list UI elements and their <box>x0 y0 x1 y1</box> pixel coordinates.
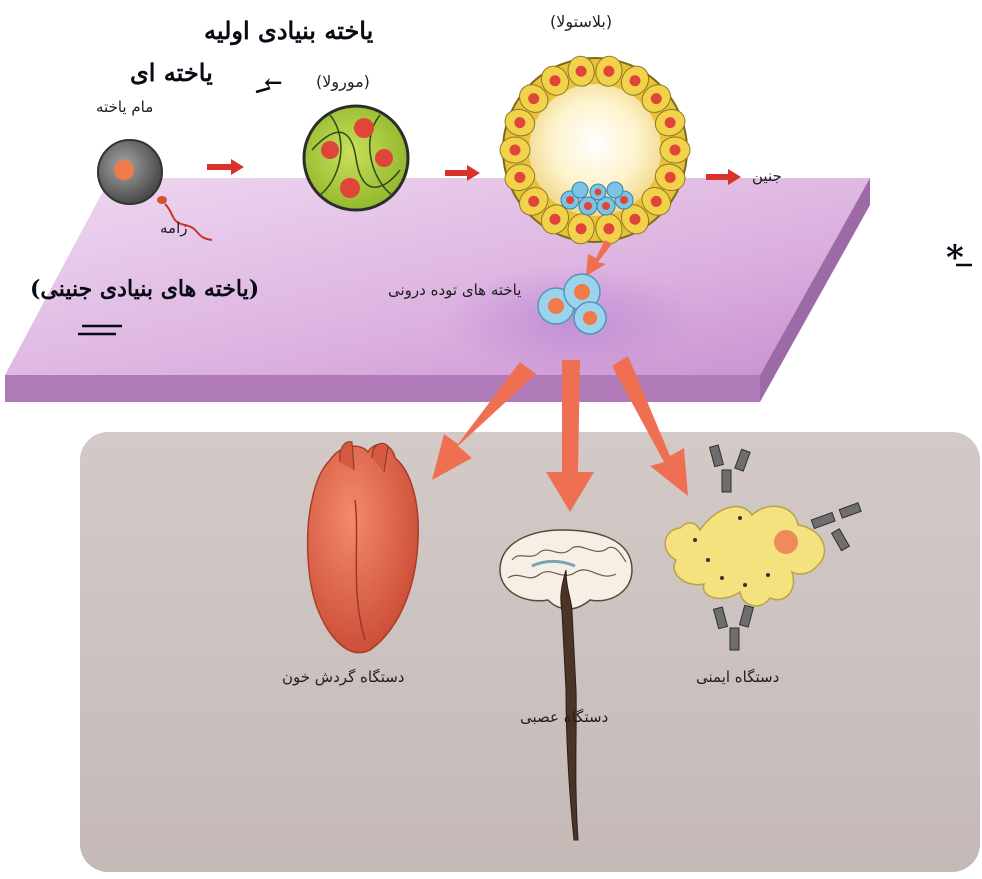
cell-nucleus <box>651 196 662 207</box>
morula-icon <box>304 106 408 210</box>
embryo-label: جنین <box>752 167 782 185</box>
morula-label: (مورولا) <box>316 72 370 91</box>
cell-nucleus <box>603 66 614 77</box>
cell-nucleus <box>550 214 561 225</box>
cell-nucleus <box>670 145 681 156</box>
cell-nucleus <box>576 223 587 234</box>
egg-cell-icon <box>98 140 162 204</box>
cell-nucleus <box>514 172 525 183</box>
circulatory-system-label: دستگاه گردش خون <box>282 668 404 686</box>
cell-nucleus <box>550 75 561 86</box>
handwriting-arrow: ← <box>264 70 282 96</box>
arrow-icon <box>207 159 244 175</box>
blastula-label: (بلاستولا) <box>550 12 612 31</box>
handwriting-cell-note: یاخته ای <box>130 58 213 87</box>
cell-nucleus <box>651 93 662 104</box>
cell-nucleus <box>528 196 539 207</box>
cell-nucleus <box>603 223 614 234</box>
immune-system-label: دستگاه ایمنی <box>696 668 779 686</box>
cell-nucleus <box>665 117 676 128</box>
bottom-panel <box>80 432 980 872</box>
inner-mass-label: یاخته های توده درونی <box>388 281 521 299</box>
cell-nucleus <box>665 172 676 183</box>
handwriting-star: * <box>946 238 964 278</box>
egg-cell-label: مام یاخته <box>96 98 153 116</box>
handwriting-embryonic-note: (یاخته های بنیادی جنینی) <box>30 276 259 302</box>
cell-nucleus <box>510 145 521 156</box>
cell-nucleus <box>514 117 525 128</box>
cell-nucleus <box>630 214 641 225</box>
cell-nucleus <box>576 66 587 77</box>
handwriting-stem-cell-note: یاخته بنیادی اولیه <box>204 16 373 45</box>
sperm-label: زامه <box>160 219 188 237</box>
cell-nucleus <box>528 93 539 104</box>
nervous-system-label: دستگاه عصبی <box>520 708 608 726</box>
cell-nucleus <box>630 75 641 86</box>
